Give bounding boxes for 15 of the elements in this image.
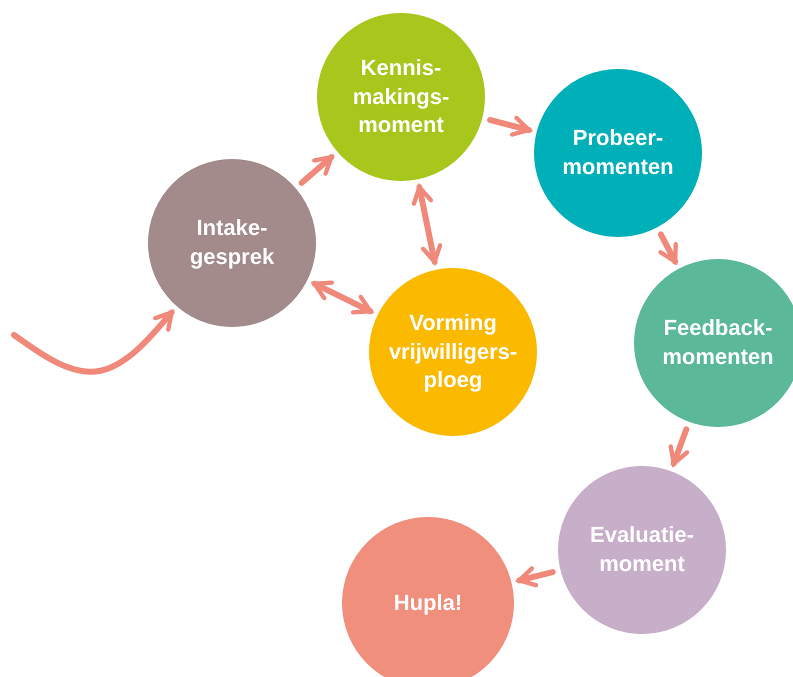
arrow <box>312 280 374 315</box>
step-label: Vorming vrijwilligers- ploeg <box>388 309 518 394</box>
step-label: Feedback- momenten <box>662 314 774 371</box>
arrow <box>11 309 175 375</box>
arrow <box>412 184 442 265</box>
step-label: Kennis- makings- moment <box>352 54 450 140</box>
arrow <box>516 566 556 588</box>
arrow <box>487 116 532 137</box>
step-label: Evaluatie- moment <box>590 521 694 578</box>
arrow <box>658 231 678 265</box>
step-label: Intake- gesprek <box>190 214 274 271</box>
arrow <box>298 154 334 186</box>
arrow <box>668 426 690 467</box>
step-label: Hupla! <box>394 588 462 617</box>
step-label: Probeer- momenten <box>562 124 674 181</box>
